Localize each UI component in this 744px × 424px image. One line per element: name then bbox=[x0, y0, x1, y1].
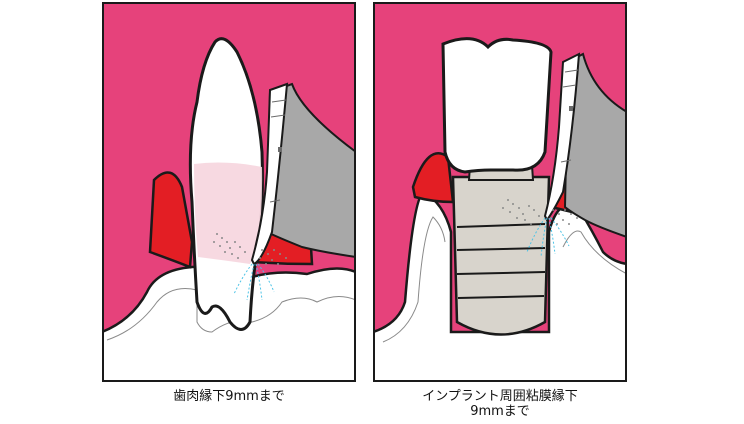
ultrasonic-tip-icon bbox=[543, 52, 581, 222]
caption-implant: インプラント周囲粘膜縁下 9mmまで bbox=[350, 389, 650, 419]
tip-marker bbox=[278, 147, 282, 152]
diagram-panel-tooth bbox=[102, 2, 356, 382]
plaque-region bbox=[194, 162, 263, 264]
ultrasonic-tip-icon bbox=[250, 82, 289, 266]
caption-line: 9mmまで bbox=[470, 404, 530, 419]
bone-inner-line bbox=[382, 216, 446, 343]
ultrasonic-handpiece bbox=[265, 82, 356, 259]
water-stream bbox=[526, 217, 570, 258]
caption-tooth: 歯肉縁下9mmまで bbox=[79, 389, 379, 404]
diagram-panel-implant bbox=[373, 2, 627, 382]
panel-frame bbox=[102, 2, 356, 382]
panel-frame bbox=[373, 2, 627, 382]
implant-crown bbox=[441, 37, 553, 174]
implant-diagram-svg bbox=[373, 2, 627, 382]
water-spray-icon bbox=[213, 233, 287, 265]
tip-marker bbox=[569, 106, 573, 111]
implant-fixture bbox=[451, 175, 551, 336]
water-stream bbox=[233, 263, 275, 301]
tooth-diagram-svg bbox=[102, 2, 356, 382]
ultrasonic-handpiece bbox=[563, 52, 627, 239]
implant-icon bbox=[441, 37, 553, 336]
bone-inner-line bbox=[106, 288, 356, 341]
water-spray-icon bbox=[502, 199, 578, 225]
caption-line: インプラント周囲粘膜縁下 bbox=[422, 389, 578, 404]
inflamed-gingiva-left bbox=[148, 171, 194, 269]
caption-line: 歯肉縁下9mmまで bbox=[173, 389, 285, 404]
